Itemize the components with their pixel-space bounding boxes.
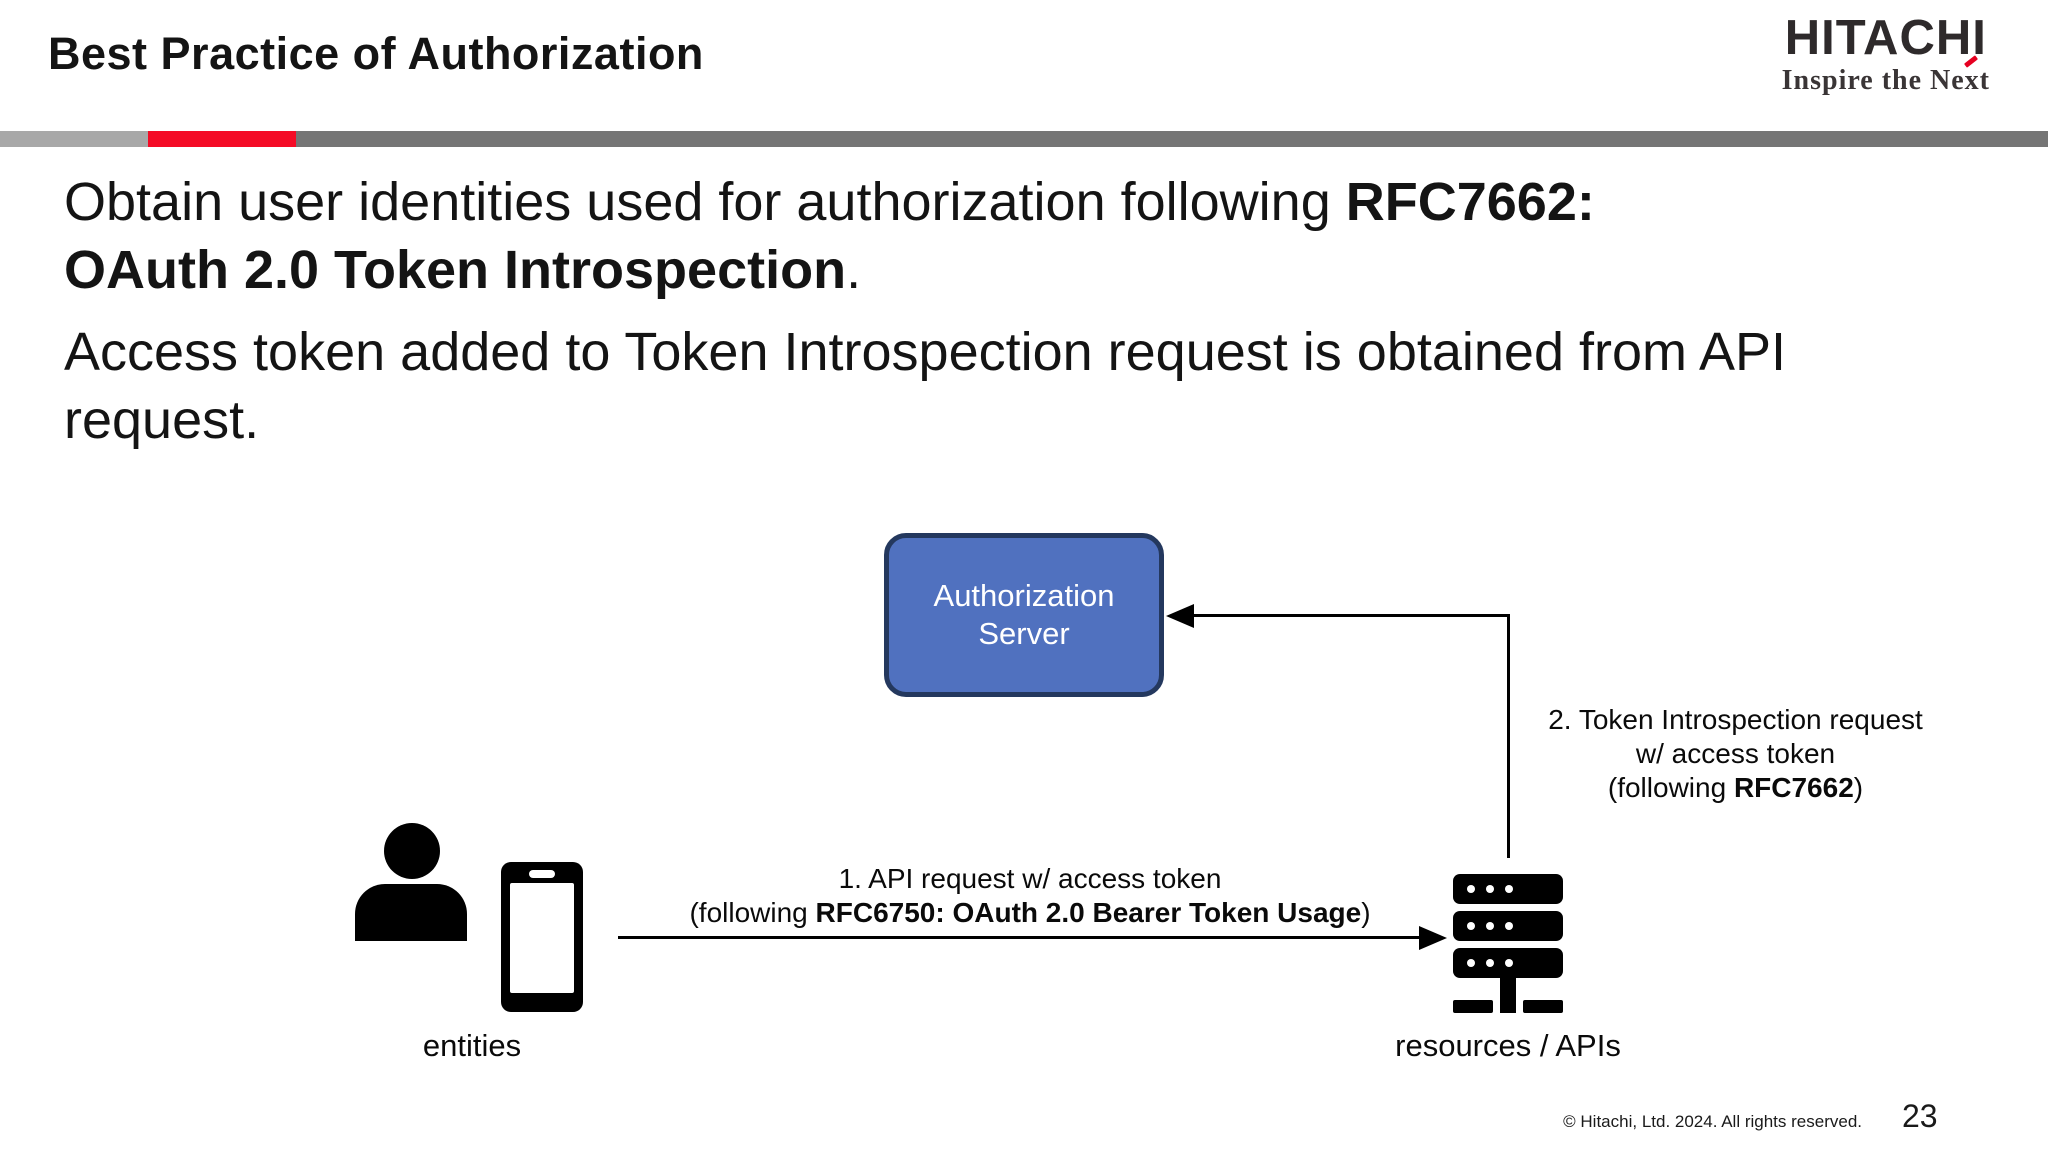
server-stem xyxy=(1500,978,1516,1000)
arrow2-vertical-line xyxy=(1507,615,1510,858)
arrow2-horizontal-line xyxy=(1186,614,1510,617)
server-slab xyxy=(1453,911,1563,941)
arrow2-arrowhead-icon xyxy=(1166,604,1194,628)
entities-label: entities xyxy=(422,1028,522,1063)
hitachi-logo: HITACHI Inspire the Next xyxy=(1782,14,1990,97)
intro-paragraph-2: Access token added to Token Introspectio… xyxy=(64,322,1787,450)
intro-paragraph-1: Obtain user identities used for authoriz… xyxy=(64,172,1595,300)
server-slab xyxy=(1453,874,1563,904)
server-base xyxy=(1453,1000,1493,1013)
smartphone-icon xyxy=(501,862,583,1012)
server-stack-icon xyxy=(1453,874,1563,1014)
divider-segment-red xyxy=(148,131,296,147)
intro-text: Obtain user identities used for authoriz… xyxy=(64,168,1786,454)
divider-segment-gray-right xyxy=(296,131,2048,147)
arrow1-arrowhead-icon xyxy=(1419,926,1447,950)
hitachi-tagline: Inspire the Next xyxy=(1781,55,1990,97)
smartphone-speaker xyxy=(529,870,555,878)
hitachi-tagline-text: Inspire the Next xyxy=(1781,65,1990,96)
resources-label: resources / APIs xyxy=(1395,1028,1621,1063)
hitachi-wordmark: HITACHI xyxy=(1784,11,1987,65)
page-number: 23 xyxy=(1902,1098,1938,1134)
smartphone-screen xyxy=(510,883,574,993)
divider-bar xyxy=(0,131,2048,147)
person-body-icon xyxy=(355,884,467,941)
server-base xyxy=(1523,1000,1563,1013)
arrow1-label: 1. API request w/ access token(following… xyxy=(689,863,1371,928)
slide-title: Best Practice of Authorization xyxy=(48,28,704,79)
arrow1-line xyxy=(618,936,1421,939)
person-icon xyxy=(384,823,440,879)
server-base xyxy=(1500,1000,1516,1013)
copyright-notice: © Hitachi, Ltd. 2024. All rights reserve… xyxy=(1563,1112,1862,1131)
divider-segment-gray-left xyxy=(0,131,148,147)
server-slab xyxy=(1453,948,1563,978)
